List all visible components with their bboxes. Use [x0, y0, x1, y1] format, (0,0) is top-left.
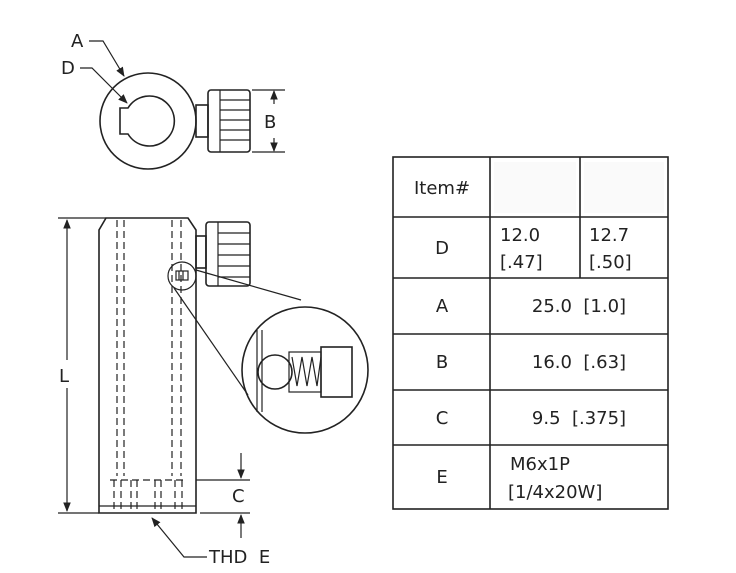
detail-marker-circle	[167, 261, 197, 291]
row-c-value: 9.5 [.375]	[532, 408, 626, 429]
leader-d	[80, 67, 128, 104]
row-a-value: 25.0 [1.0]	[532, 296, 626, 317]
label-l: L	[59, 366, 69, 387]
table-header-item: Item#	[414, 178, 470, 199]
row-d-value-2-inch: [.50]	[589, 252, 632, 273]
row-a-item: A	[436, 296, 449, 317]
dimension-table: Item# D 12.0 [.47] 12.7 [.50] A 25.0 [1.…	[392, 156, 669, 510]
label-b: B	[264, 112, 276, 133]
label-c: C	[232, 486, 245, 507]
label-thd-e: THD E	[208, 547, 270, 568]
side-knob	[205, 221, 251, 287]
row-e-item: E	[436, 467, 447, 488]
bore-circle	[119, 95, 176, 147]
body-outline	[98, 217, 197, 514]
spring	[291, 356, 322, 387]
top-view: B A D	[61, 31, 285, 170]
header-blank-2	[584, 162, 664, 213]
label-a: A	[71, 31, 84, 52]
row-e-value-line2: [1/4x20W]	[508, 482, 602, 503]
row-e-value-line1: M6x1P	[510, 454, 570, 475]
leader-a	[89, 40, 125, 77]
row-d-value-2: 12.7	[589, 225, 629, 246]
row-d-item: D	[435, 238, 449, 259]
row-d-value-1: 12.0	[500, 225, 540, 246]
thread-region	[110, 479, 186, 510]
row-b-value: 16.0 [.63]	[532, 352, 626, 373]
side-view: L C THD E	[58, 217, 369, 568]
screw-shank	[195, 104, 209, 138]
leader-thd	[151, 517, 207, 558]
knurl-lines	[219, 90, 250, 152]
header-blank-1	[494, 162, 576, 213]
outer-diameter-circle	[99, 72, 197, 170]
ball-plunger	[257, 354, 293, 390]
enlarged-detail-circle	[241, 306, 369, 434]
knurled-knob	[207, 89, 251, 153]
row-d-value-1-inch: [.47]	[500, 252, 543, 273]
row-b-item: B	[436, 352, 448, 373]
row-c-item: C	[436, 408, 449, 429]
label-d: D	[61, 58, 75, 79]
